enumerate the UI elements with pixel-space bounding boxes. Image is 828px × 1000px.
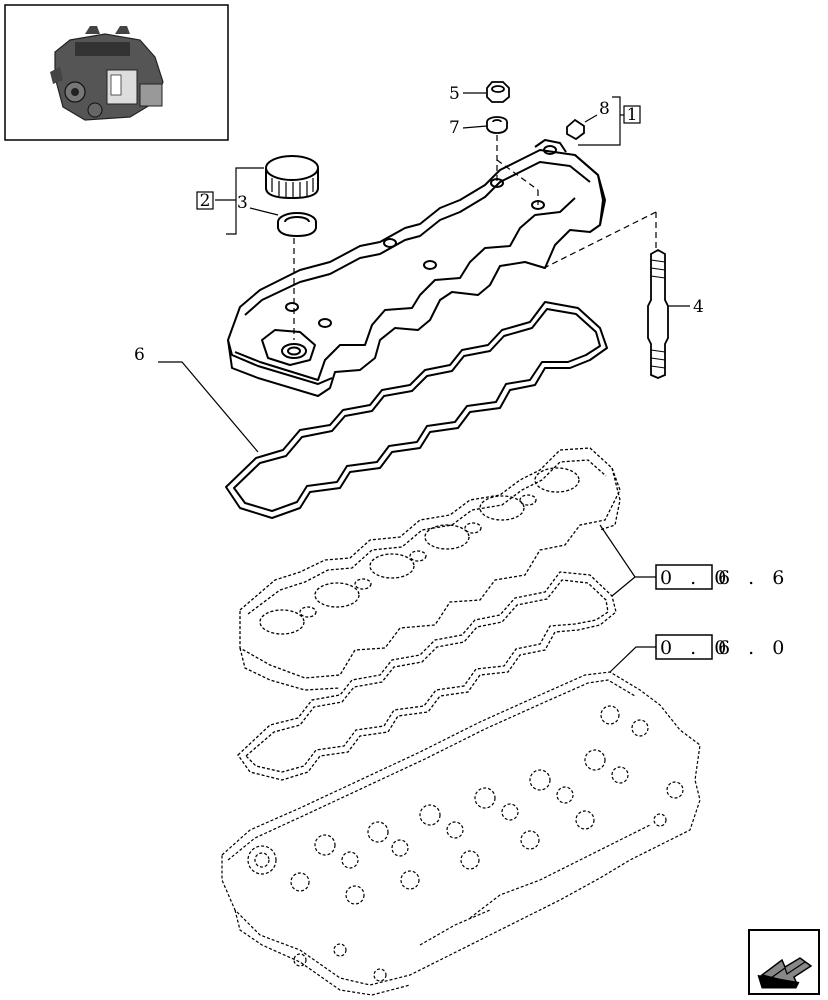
callout-3: 3 [237,193,248,213]
plug-part [566,118,585,141]
ref-060-tail-text: 6 . 0 [718,637,790,659]
callout-labels: 1 2 3 4 5 6 7 8 [134,84,704,365]
ref-066-box-text: 0 . 0 [660,567,732,589]
nut-part [486,81,510,103]
cylinder-head-reference [221,671,701,996]
callout-4: 4 [693,297,704,317]
next-page-arrow-icon[interactable] [748,929,820,995]
callout-8: 8 [599,99,610,119]
stud-part [647,248,669,379]
callout-2: 2 [200,191,211,211]
reference-066[interactable]: 0 . 0 6 . 6 [655,564,790,590]
callout-5: 5 [449,84,460,104]
seal-ring [277,212,317,238]
callout-6: 6 [134,345,145,365]
rocker-housing-reference [239,447,621,691]
ref-060-box-text: 0 . 0 [660,637,732,659]
assembly-centerlines [293,135,657,340]
leader-lines [158,92,690,673]
engine-thumbnail-icon[interactable] [4,4,229,141]
reference-060[interactable]: 0 . 0 6 . 0 [655,634,790,660]
callout-7: 7 [449,118,460,138]
washer-part [486,116,508,134]
head-gasket-reference [237,571,617,781]
cover-gasket [225,301,608,519]
callout-box-1 [623,105,641,124]
oil-filler-cap [265,155,319,200]
callout-1: 1 [627,105,638,125]
ref-066-tail-text: 6 . 6 [718,567,790,589]
callout-box-2 [196,191,214,210]
